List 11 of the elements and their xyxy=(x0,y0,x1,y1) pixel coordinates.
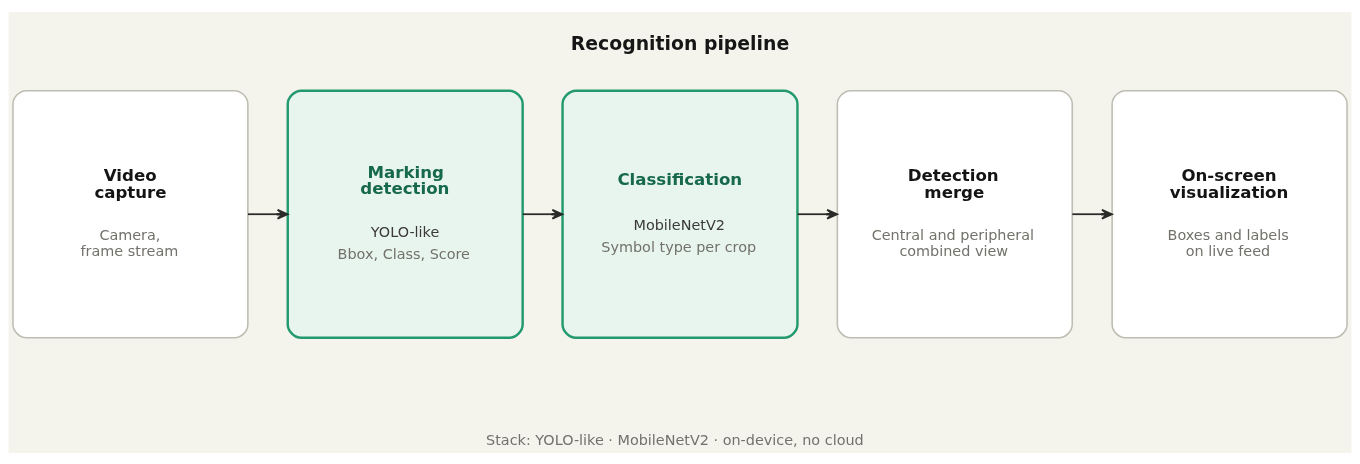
arrow xyxy=(247,208,289,220)
node-box: Classification MobileNetV2 Symbol type per crop xyxy=(561,88,799,339)
caption: Stack: YOLO-like · MobileNetV2 · on-device, no cloud xyxy=(486,431,864,448)
node-box: Video capture Camera, frame stream xyxy=(12,89,249,339)
node-box: On-screen visualization Boxes and labels on live feed xyxy=(1111,89,1348,339)
arrow xyxy=(796,208,839,220)
arrow xyxy=(521,208,564,220)
node-box: Detection merge Central and peripheral combined view xyxy=(836,89,1074,339)
diagram-title: Recognition pipeline xyxy=(570,32,790,54)
arrow xyxy=(1071,208,1113,220)
node-box: Marking detection YOLO-like Bbox, Class, Score xyxy=(286,88,524,339)
